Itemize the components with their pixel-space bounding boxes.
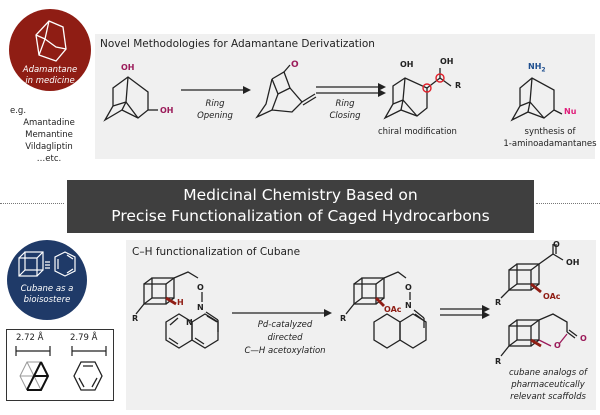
example-vildagliptin: Vildagliptin [25, 142, 73, 152]
banner-line-1: Medicinal Chemistry Based on [183, 186, 418, 204]
acid-oh: OH [566, 258, 580, 267]
cubane-lactone-structure [500, 313, 578, 357]
cubane-distance: 2.72 Å [16, 333, 44, 343]
cubane-panel [126, 240, 596, 410]
chiral-oh-2: OH [440, 57, 454, 66]
nh2-text: NH [528, 62, 542, 71]
sm-r: R [132, 314, 139, 323]
chiral-r: R [455, 81, 462, 90]
amino-caption-1: synthesis of [524, 127, 576, 137]
adamantane-icon [35, 20, 67, 62]
example-etc: …etc. [36, 154, 62, 164]
amino-caption-2: 1-aminoadamantanes [503, 139, 597, 149]
ring-opening-label-1: Ring [205, 99, 225, 109]
amino-nh2: NH2 [528, 62, 546, 74]
cubane-benzene-icon [18, 251, 76, 277]
lactone-ring-o: O [554, 341, 561, 350]
distance-bars [15, 346, 107, 356]
cubane-badge-label-2: bioisostere [23, 295, 71, 305]
ring-opening-arrow [181, 86, 251, 94]
cubane-panel-title: C–H functionalization of Cubane [132, 246, 301, 258]
p1-r: R [340, 314, 347, 323]
ring-closing-arrow [316, 83, 386, 97]
p1-n: N [405, 301, 412, 310]
adamantane-panel-title: Novel Methodologies for Adamantane Deriv… [100, 38, 375, 50]
reaction-condition-3: C—H acetoxylation [244, 346, 326, 356]
bicyclic-ketone-structure [255, 64, 317, 119]
amino-nu: Nu [564, 107, 577, 116]
reaction-condition-2: directed [267, 333, 303, 343]
adamantane-badge-label-2: in medicine [25, 76, 75, 86]
cubane-projection-icon [19, 361, 50, 391]
benzene-icon [73, 361, 103, 391]
aminoadamantane-structure [510, 77, 563, 122]
diol-oh-right: OH [160, 106, 174, 115]
lactone-r: R [495, 357, 502, 366]
p1-oac: OAc [384, 305, 402, 314]
ring-closing-label-1: Ring [335, 99, 355, 109]
sm-o: O [197, 283, 204, 292]
adamantane-diol-structure [103, 76, 158, 122]
cubane-acid-structure [500, 244, 564, 299]
analogs-caption-2: pharmaceutically [511, 380, 585, 390]
cubane-badge-label-1: Cubane as a [20, 284, 74, 294]
benzene-distance: 2.79 Å [70, 333, 98, 343]
chiral-modification-caption: chiral modification [378, 127, 457, 137]
ketone-o: O [291, 60, 299, 70]
lactone-carbonyl-o: O [580, 334, 587, 343]
adamantane-methods-panel [95, 34, 595, 159]
title-banner: Medicinal Chemistry Based on Precise Fun… [67, 180, 534, 233]
example-amantadine: Amantadine [23, 118, 75, 128]
chiral-adamantane-structure [383, 68, 452, 120]
diol-oh-top: OH [121, 63, 135, 72]
divider-left [0, 203, 64, 204]
p1-o: O [405, 283, 412, 292]
sm-n: N [197, 303, 204, 312]
analogs-caption-1: cubane analogs of [508, 368, 588, 378]
example-memantine: Memantine [25, 130, 73, 140]
banner-line-2: Precise Functionalization of Caged Hydro… [111, 207, 490, 225]
cubane-oac-oxime-structure [345, 271, 427, 349]
nh2-subscript: 2 [541, 66, 546, 74]
ring-closing-label-2: Closing [329, 111, 361, 121]
adamantane-badge-label-1: Adamantane [22, 65, 78, 75]
acid-r: R [495, 298, 502, 307]
acetoxylation-arrow [232, 309, 332, 317]
chiral-oh-1: OH [400, 60, 414, 69]
analogs-caption-3: relevant scaffolds [510, 392, 586, 402]
cubane-oxime-structure [135, 271, 219, 349]
multistep-arrow [440, 305, 490, 319]
reaction-condition-1: Pd-catalyzed [257, 320, 313, 330]
cubane-badge: Cubane as a bioisostere [7, 240, 87, 320]
sm-h: H [177, 298, 184, 307]
adamantane-badge: Adamantane in medicine [9, 9, 91, 91]
acid-o: O [553, 240, 560, 249]
sm-quinoline-n: N [186, 318, 193, 327]
examples-intro: e.g. [10, 106, 27, 116]
ring-opening-label-2: Opening [197, 111, 233, 121]
divider-right [536, 203, 600, 204]
acid-oac: OAc [543, 292, 561, 301]
